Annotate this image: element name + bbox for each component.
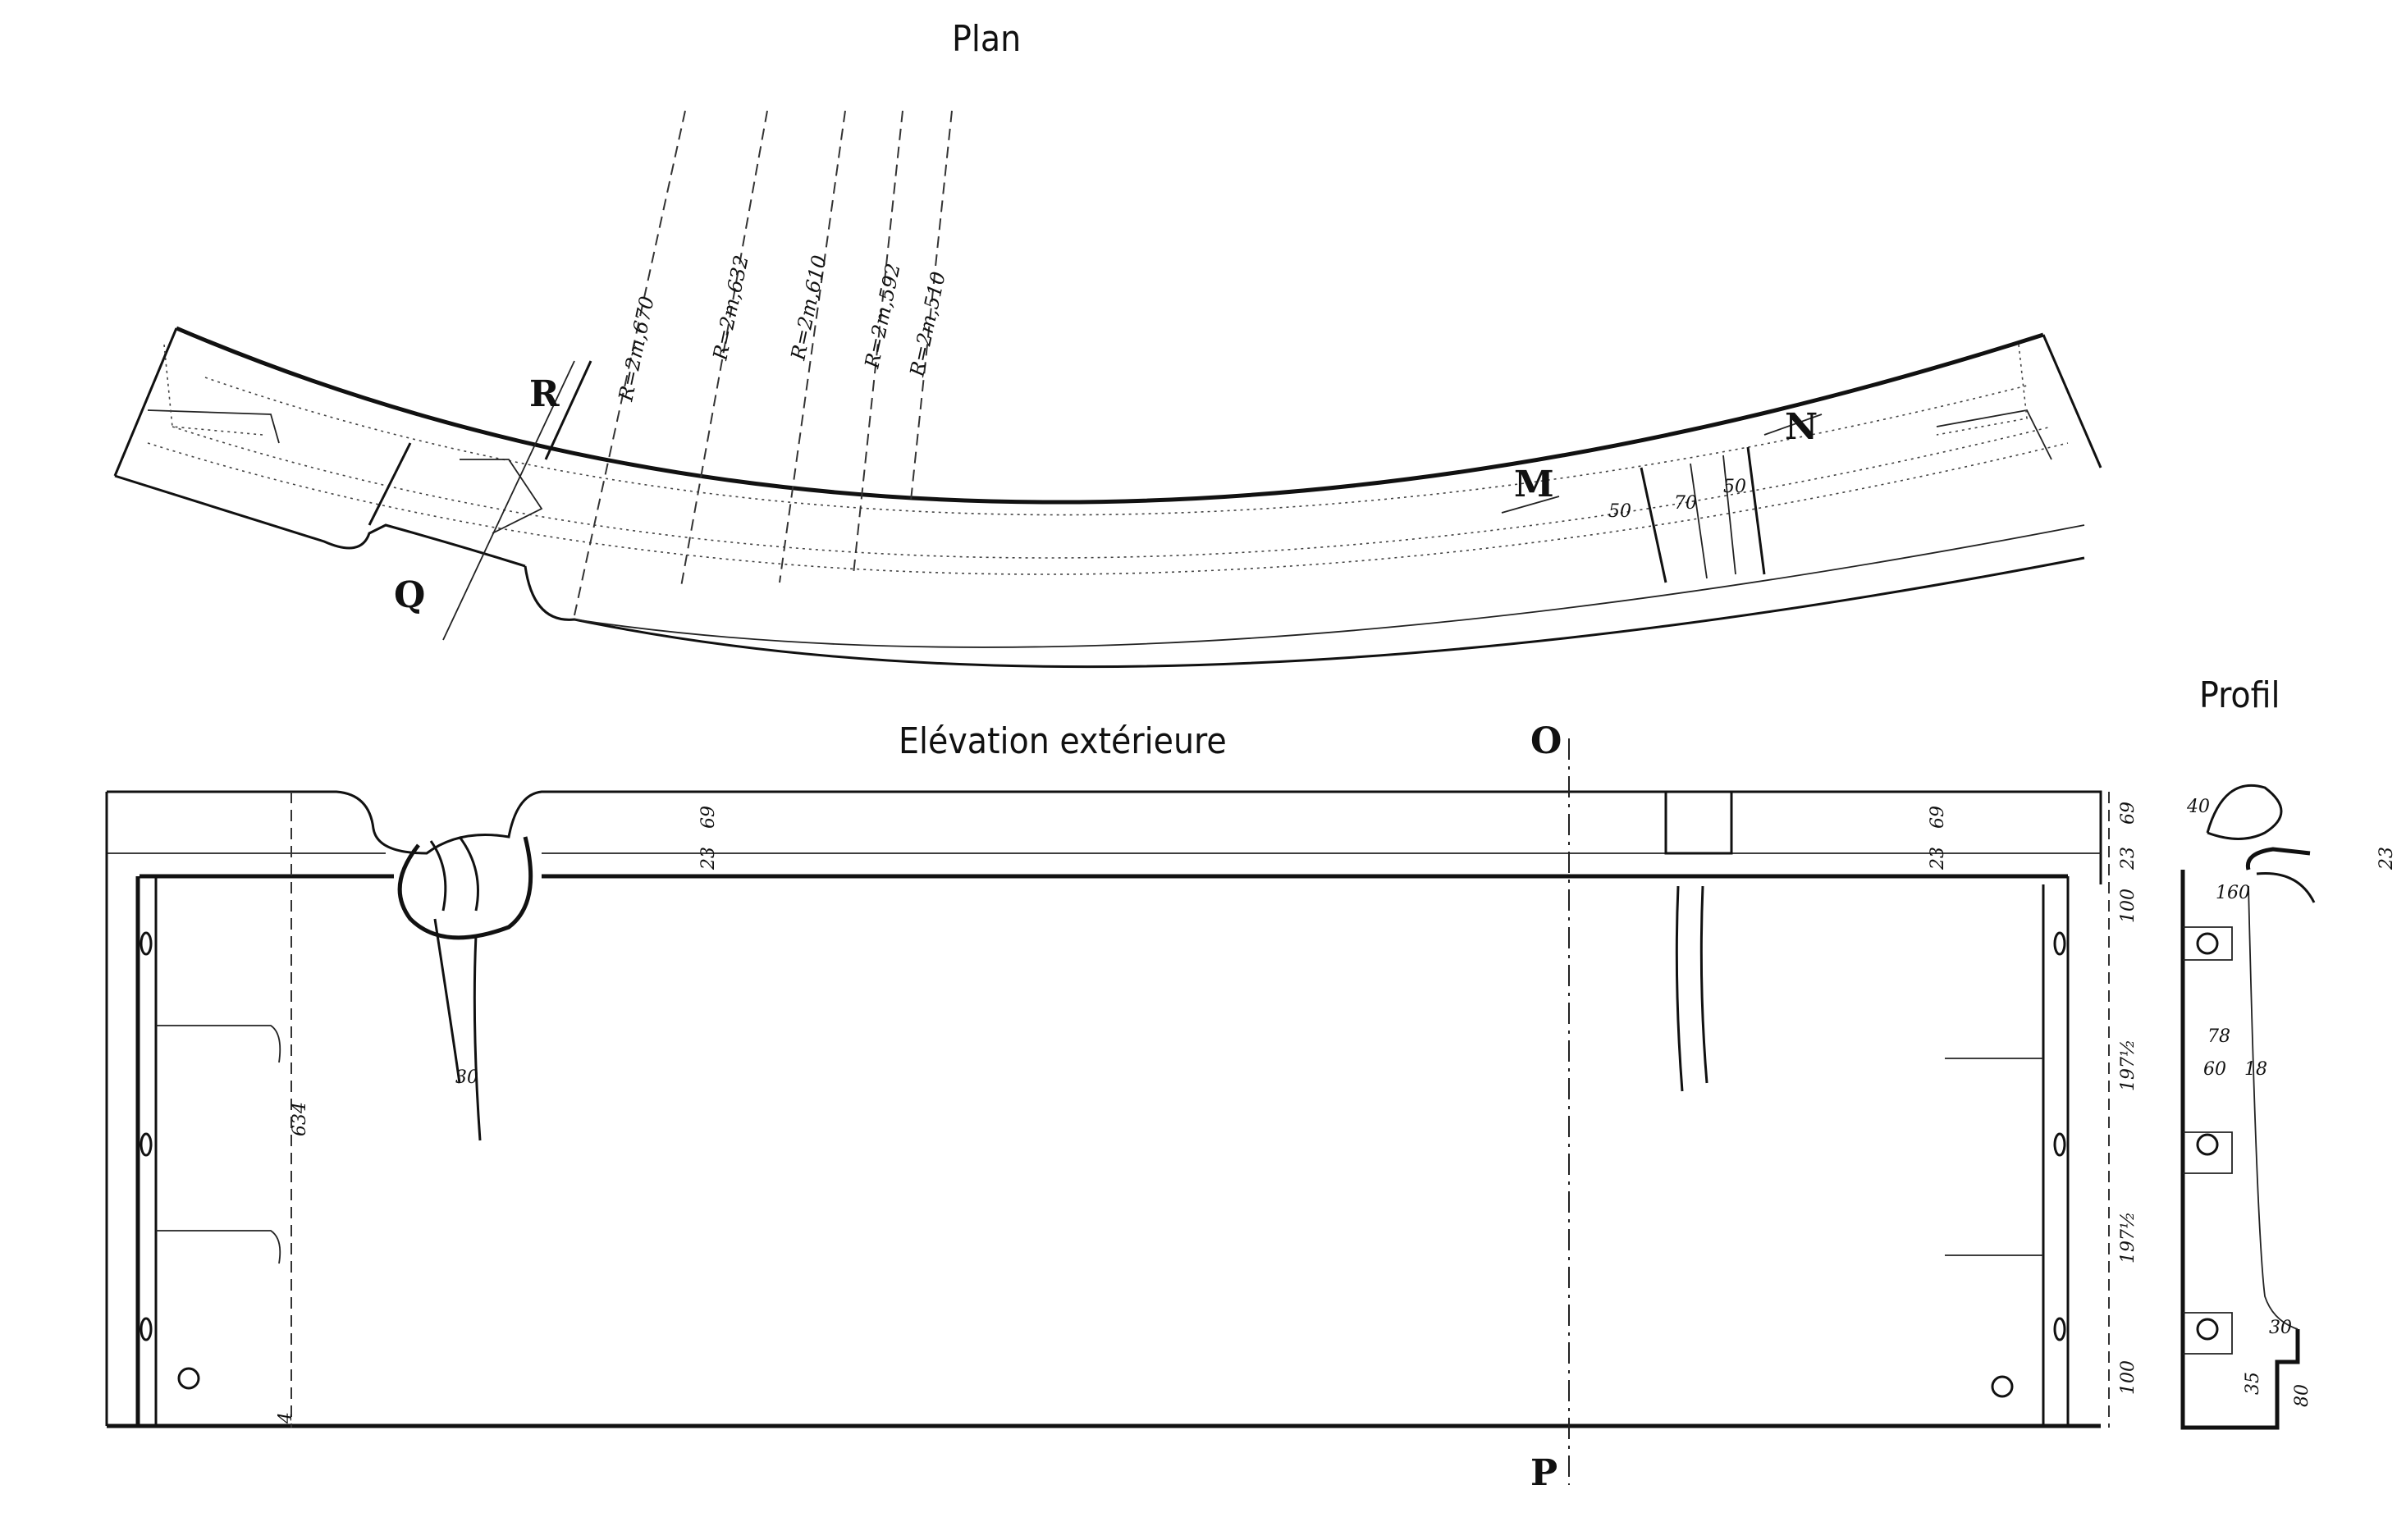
elevation-title: Elévation extérieure [899, 720, 1227, 762]
plan-dim-left: 50 [1608, 501, 1631, 522]
profile-dim-35: 35 [2243, 1372, 2263, 1395]
plan-view [113, 326, 2102, 669]
dim-flange-right: 69 [1928, 806, 1948, 829]
profile-dim-offset: 23 [2376, 847, 2397, 871]
profile-dim-160: 160 [2216, 883, 2250, 903]
profile-dim-row2: 197½ [2118, 1040, 2138, 1091]
section-letter-M: M [1514, 464, 1554, 505]
profile-dim-width-top: 40 [2186, 797, 2210, 817]
profile-dim-60: 60 [2203, 1059, 2226, 1080]
elevation-view [105, 790, 2102, 1428]
dim-flange-left: 69 [698, 806, 719, 829]
profile-dim-top: 69 [2118, 802, 2138, 825]
profile-dim-row4: 100 [2118, 1360, 2138, 1395]
profile-dim-78: 78 [2207, 1026, 2230, 1047]
section-letter-P: P [1530, 1452, 1557, 1494]
profile-dim-30: 30 [2269, 1318, 2292, 1338]
radius-label-5: R=2m,510 [905, 270, 950, 380]
dim-web-right: 23 [1928, 847, 1948, 871]
radius-leaders [574, 110, 953, 616]
section-letter-R: R [529, 373, 560, 415]
profile-dim-flange: 23 [2118, 847, 2138, 871]
dim-height-634: 634 [290, 1102, 310, 1136]
profile-view [2108, 784, 2316, 1430]
profile-dim-row3: 197½ [2118, 1212, 2138, 1264]
profile-dim-row1: 100 [2118, 889, 2138, 923]
profile-dim-80: 80 [2292, 1384, 2312, 1407]
radius-label-1: R=2m,670 [614, 295, 659, 404]
dim-web-left: 23 [698, 847, 719, 871]
plan-dim-right: 50 [1723, 477, 1746, 497]
radius-label-2: R=2m,632 [708, 254, 753, 363]
plan-title: Plan [952, 18, 1021, 60]
plan-dim-center: 70 [1674, 493, 1697, 514]
profil-title: Profil [2199, 674, 2280, 716]
section-letter-Q: Q [394, 574, 425, 616]
radius-label-4: R=2m,592 [860, 262, 905, 372]
section-letter-O: O [1530, 720, 1562, 762]
dim-rib: 30 [455, 1067, 478, 1088]
dim-foot: 4 [276, 1412, 296, 1424]
profile-dim-18: 18 [2244, 1059, 2267, 1080]
section-letter-N: N [1785, 406, 1818, 448]
radius-label-3: R=2m,610 [786, 254, 831, 363]
